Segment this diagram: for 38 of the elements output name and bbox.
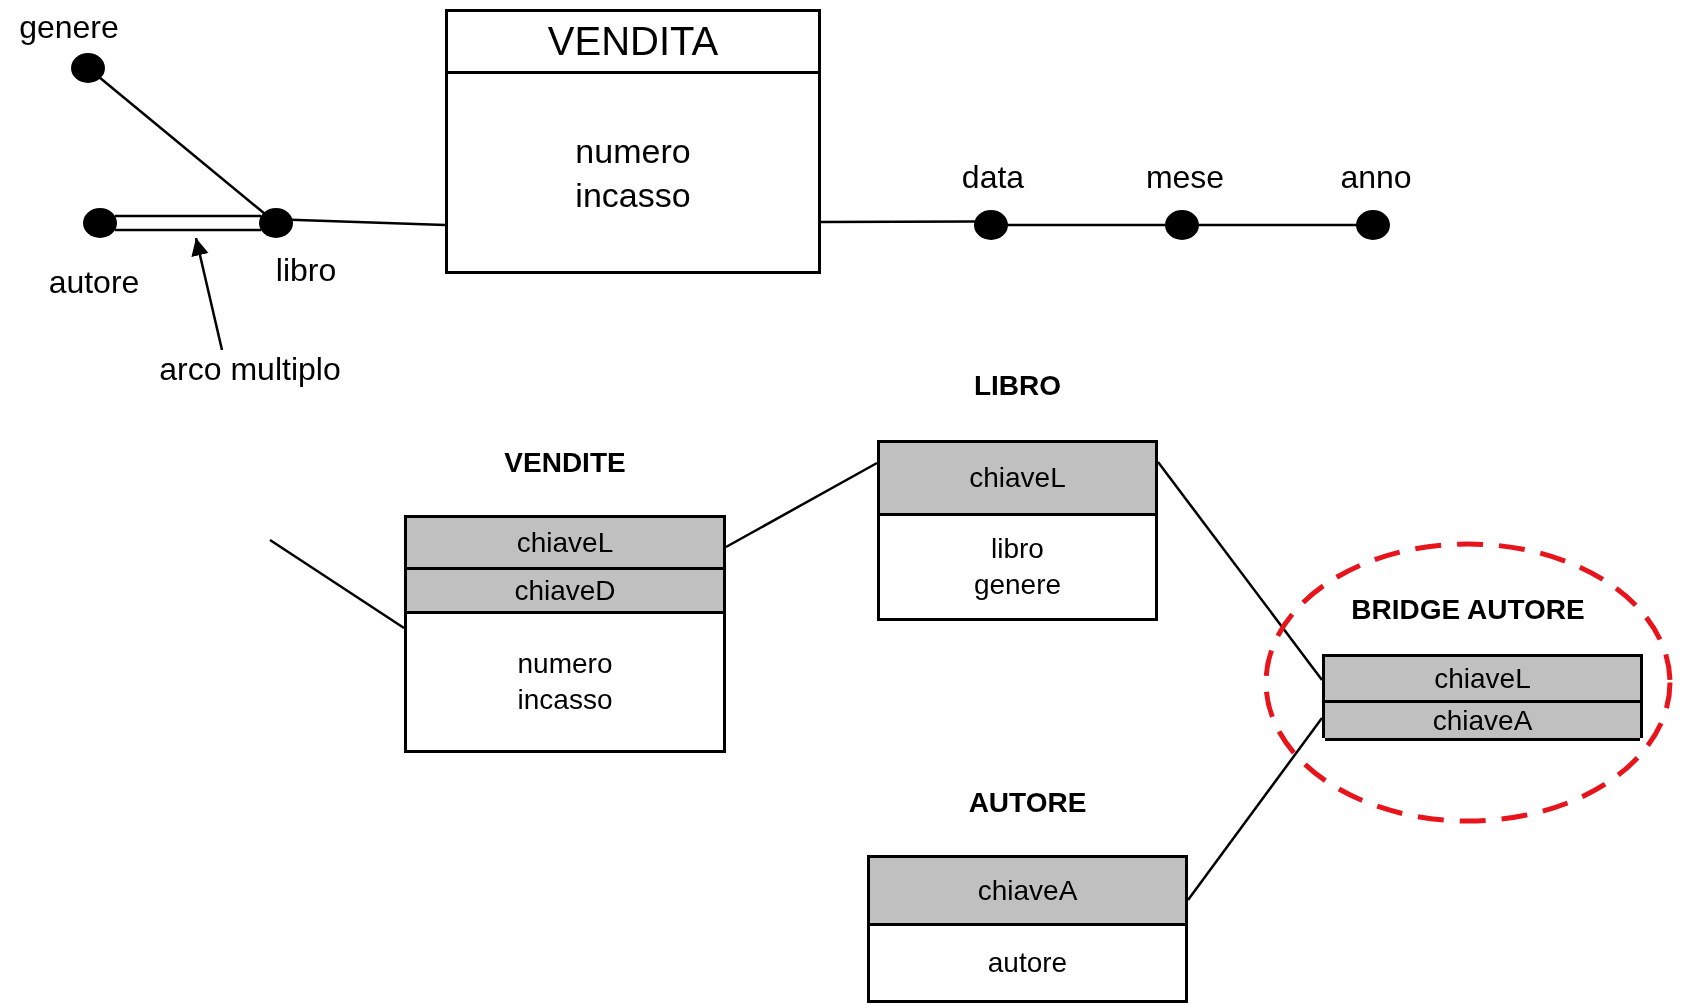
fact-header: VENDITA [448,12,818,74]
attribute-list: numero incasso [517,646,613,718]
key-field: chiaveD [407,570,723,614]
attribute-label: mese [1145,158,1225,196]
key-field: chiaveL [1325,657,1640,703]
note-label: arco multiplo [150,350,350,388]
attribute-label: data [961,158,1025,196]
attribute-list: libro genere [973,531,1062,603]
fact-box [445,9,821,274]
attribute-dot [259,208,293,238]
attribute-dot [974,210,1008,240]
table-title: VENDITE [504,446,626,480]
connector-line [1197,223,1358,227]
attribute-label: libro [275,251,337,289]
key-field: chiaveL [407,518,723,570]
connector-line [1187,717,1323,901]
attribute-label: anno [1340,158,1412,196]
connector-line [98,76,266,215]
attribute-label: genere [19,8,119,46]
key-field: chiaveA [870,858,1185,926]
connector-line [269,538,405,630]
connector-line [725,461,878,549]
connector-line [1006,223,1167,227]
leader-line [191,237,224,351]
key-field: chiaveL [880,443,1155,516]
double-line [113,214,263,232]
attribute-dot [1356,210,1390,240]
attribute-dot [83,208,117,238]
attribute-dot [71,53,105,83]
key-field: chiaveA [1325,703,1640,741]
table-title: BRIDGE AUTORE [1351,593,1585,627]
attribute-list: autore [987,945,1068,981]
measure-list: numero incasso [575,128,691,217]
table-title: LIBRO [973,369,1062,403]
attribute-label: autore [48,263,140,301]
connector-line [1157,461,1323,681]
table-title: AUTORE [968,786,1087,820]
attribute-dot [1165,210,1199,240]
